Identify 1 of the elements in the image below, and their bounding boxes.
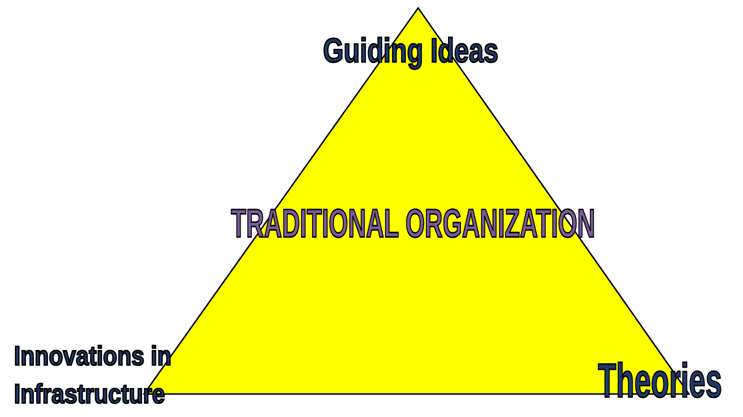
corner-label: Innovations in Infrastructure — [14, 340, 172, 411]
